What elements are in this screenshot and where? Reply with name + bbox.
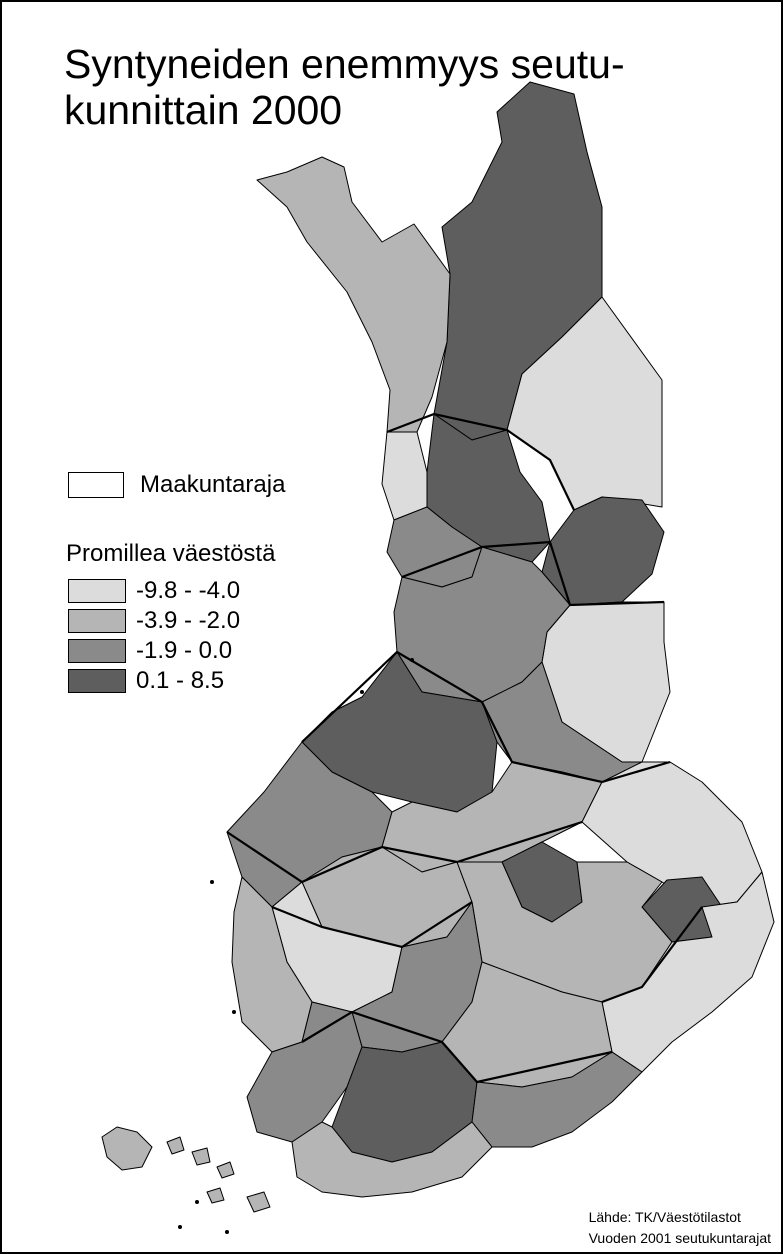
region-tornio xyxy=(381,431,428,521)
legend-class-label: 0.1 - 8.5 xyxy=(136,667,225,694)
source-line-1: Lähde: TK/Väestötilastot xyxy=(588,1209,741,1225)
province-boundary xyxy=(401,540,665,607)
boundary-label: Maakuntaraja xyxy=(140,471,286,498)
islet xyxy=(195,1200,199,1204)
legend-swatch xyxy=(68,639,126,663)
legend-class-row: 0.1 - 8.5 xyxy=(68,666,240,696)
source-note: Lähde: TK/Väestötilastot Vuoden 2001 seu… xyxy=(589,1207,771,1249)
islet xyxy=(410,658,414,662)
islet xyxy=(225,1230,229,1234)
region-koillismaa xyxy=(541,496,665,606)
region-lapland-west xyxy=(256,156,451,433)
islet xyxy=(210,880,214,884)
legend-swatch xyxy=(68,609,126,633)
boundary-swatch xyxy=(68,472,124,498)
legend-swatch xyxy=(68,669,126,693)
legend-classes: -9.8 - -4.0 -3.9 - -2.0 -1.9 - 0.0 0.1 -… xyxy=(68,576,240,696)
region-island xyxy=(216,1161,235,1179)
region-uusimaa xyxy=(291,1121,493,1198)
region-island xyxy=(166,1136,185,1155)
legend-class-label: -9.8 - -4.0 xyxy=(136,577,241,604)
islet xyxy=(360,690,364,694)
province-boundary xyxy=(226,820,583,884)
province-boundary xyxy=(301,650,671,784)
province-boundary xyxy=(301,1010,613,1084)
region-island xyxy=(246,1191,271,1213)
legend-class-label: -1.9 - 0.0 xyxy=(136,637,233,664)
map-title-line-2: kunnittain 2000 xyxy=(64,87,343,133)
legend-title: Promillea väestöstä xyxy=(66,540,276,567)
legend-class-row: -9.8 - -4.0 xyxy=(68,576,240,606)
map-title-line-1: Syntyneiden enemmyys seutu- xyxy=(64,41,625,87)
region-island xyxy=(206,1187,225,1204)
legend-class-label: -3.9 - -2.0 xyxy=(136,607,241,634)
legend-class-row: -3.9 - -2.0 xyxy=(68,606,240,636)
province-boundary xyxy=(271,901,473,949)
province-boundary xyxy=(386,412,575,511)
legend-boundary: Maakuntaraja xyxy=(68,471,285,499)
source-line-2: Vuoden 2001 seutukuntarajat xyxy=(588,1230,771,1246)
region-aland xyxy=(101,1126,153,1171)
region-rovaniemi xyxy=(426,413,551,563)
province-boundary xyxy=(601,906,703,1004)
region-east-border xyxy=(601,871,775,1073)
legend-swatch xyxy=(68,579,126,603)
islet xyxy=(178,1225,182,1229)
islet xyxy=(232,1010,236,1014)
region-island xyxy=(191,1147,211,1166)
legend-class-row: -1.9 - 0.0 xyxy=(68,636,240,666)
